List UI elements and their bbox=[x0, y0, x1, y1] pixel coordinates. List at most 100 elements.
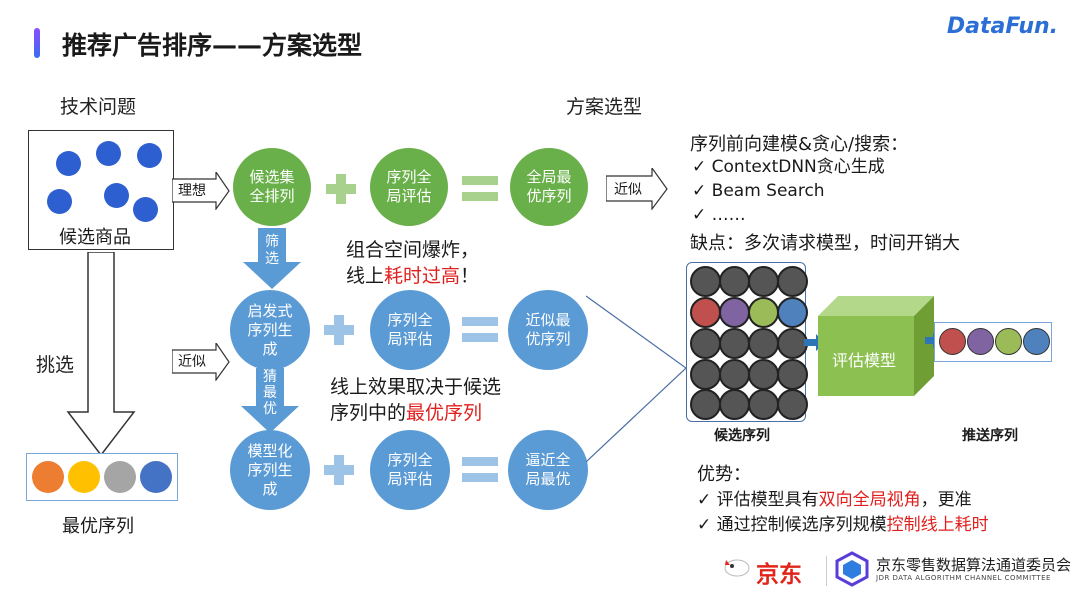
grid-dot-colored bbox=[777, 297, 808, 328]
page-title: 推荐广告排序——方案选型 bbox=[62, 31, 363, 60]
grid-dot bbox=[748, 328, 779, 359]
grid-dot-colored bbox=[719, 297, 750, 328]
bullet-text: …… bbox=[711, 205, 746, 225]
grid-dot bbox=[777, 389, 808, 420]
row2-global-eval: 序列全 局评估 bbox=[370, 290, 450, 370]
select-arrow bbox=[66, 252, 136, 457]
brand-logo: DataFun. bbox=[947, 14, 1058, 39]
guess-arrow bbox=[241, 368, 299, 433]
note1-prefix: 线上 bbox=[346, 265, 385, 287]
grid-dot bbox=[748, 389, 779, 420]
candidate-dot bbox=[56, 151, 81, 176]
grid-dot bbox=[777, 266, 808, 297]
note1-highlight: 耗时过高 bbox=[384, 265, 461, 287]
candidate-dot bbox=[47, 189, 72, 214]
note2-prefix: 序列中的 bbox=[330, 402, 407, 424]
note2-line1: 线上效果取决于候选 bbox=[330, 376, 502, 398]
ideal-label: 理想 bbox=[178, 183, 206, 199]
drawback-text: 缺点：多次请求模型，时间开销大 bbox=[690, 233, 960, 254]
push-sequence-label: 推送序列 bbox=[962, 428, 1018, 444]
section-left-heading: 技术问题 bbox=[60, 96, 137, 118]
model-label: 评估模型 bbox=[832, 351, 897, 370]
note1-line1: 组合空间爆炸， bbox=[346, 239, 480, 261]
bullet-text: ContextDNN贪心生成 bbox=[711, 157, 885, 177]
grid-dot bbox=[777, 359, 808, 390]
grid-dot-colored bbox=[690, 297, 721, 328]
note-best-sequence: 线上效果取决于候选 序列中的最优序列 bbox=[330, 374, 501, 426]
grid-dot bbox=[719, 389, 750, 420]
committee-logo-icon bbox=[834, 551, 870, 587]
section-right-heading: 方案选型 bbox=[566, 96, 643, 118]
row1-global-eval: 序列全 局评估 bbox=[370, 148, 448, 226]
candidate-sequences-label: 候选序列 bbox=[714, 428, 770, 444]
row2-equals bbox=[462, 317, 498, 343]
grid-dot bbox=[690, 359, 721, 390]
ideal-arrow bbox=[172, 172, 230, 210]
note-combinatorial: 组合空间爆炸， 线上耗时过高！ bbox=[346, 237, 479, 289]
advantage-1: ✓ 评估模型具有双向全局视角，更准 bbox=[697, 485, 972, 510]
filter-label: 筛 选 bbox=[265, 234, 279, 267]
check-icon: ✓ bbox=[697, 515, 712, 535]
row3-global-eval: 序列全 局评估 bbox=[370, 430, 450, 510]
row3-model-generation: 模型化 序列生 成 bbox=[230, 430, 310, 510]
title-accent-bar bbox=[34, 28, 40, 58]
filter-arrow bbox=[243, 228, 301, 289]
best-sequence-label: 最优序列 bbox=[62, 516, 134, 537]
committee-name-en: JDR DATA ALGORITHM CHANNEL COMMITTEE bbox=[876, 574, 1051, 582]
select-label: 挑选 bbox=[36, 354, 75, 376]
approx-right-label: 近似 bbox=[614, 182, 642, 198]
row2-plus bbox=[324, 315, 354, 345]
row3-plus bbox=[324, 455, 354, 485]
note1-suffix: ！ bbox=[460, 265, 480, 287]
best-dot bbox=[140, 461, 172, 493]
row1-global-optimal: 全局最 优序列 bbox=[510, 148, 588, 226]
candidate-sequences-grid bbox=[686, 262, 808, 422]
grid-dot bbox=[719, 359, 750, 390]
push-dot bbox=[1023, 328, 1050, 355]
grid-dot bbox=[719, 266, 750, 297]
note2-highlight: 最优序列 bbox=[406, 402, 483, 424]
candidate-dot bbox=[133, 197, 158, 222]
note2-line2: 序列中的最优序列 bbox=[330, 400, 501, 426]
approx-label: 近似 bbox=[178, 354, 206, 370]
candidates-box: 候选商品 bbox=[28, 130, 174, 250]
advantage-2: ✓ 通过控制候选序列规模控制线上耗时 bbox=[697, 510, 989, 535]
jd-dog-icon bbox=[722, 556, 752, 578]
best-dot bbox=[104, 461, 136, 493]
adv1-prefix: 评估模型具有 bbox=[716, 490, 819, 510]
right-heading: 序列前向建模&贪心/搜索： bbox=[690, 134, 909, 155]
row1-equals bbox=[462, 176, 498, 202]
push-dot bbox=[967, 328, 994, 355]
adv2-prefix: 通过控制候选序列规模 bbox=[716, 515, 887, 535]
note1-line2: 线上耗时过高！ bbox=[346, 263, 479, 289]
check-icon: ✓ bbox=[697, 490, 712, 510]
bullet-text: Beam Search bbox=[711, 181, 825, 201]
push-sequence-box bbox=[934, 322, 1052, 362]
row1-plus bbox=[326, 174, 356, 204]
check-icon: ✓ bbox=[692, 157, 707, 177]
grid-dot bbox=[748, 266, 779, 297]
candidate-dot bbox=[104, 183, 129, 208]
approx-right-arrow bbox=[606, 168, 668, 210]
check-icon: ✓ bbox=[692, 181, 707, 201]
push-dot bbox=[995, 328, 1022, 355]
right-bullet-2: ✓ Beam Search bbox=[692, 179, 825, 203]
row2-approx-optimal: 近似最 优序列 bbox=[508, 290, 588, 370]
footer-divider bbox=[826, 556, 827, 586]
row2-heuristic-generation: 启发式 序列生 成 bbox=[230, 290, 310, 370]
row3-equals bbox=[462, 457, 498, 483]
candidates-label: 候选商品 bbox=[59, 227, 131, 248]
candidate-dot bbox=[96, 141, 121, 166]
jd-logo-text: 京东 bbox=[756, 562, 802, 588]
adv1-highlight: 双向全局视角 bbox=[818, 490, 921, 510]
brand-text: DataFun. bbox=[946, 14, 1058, 39]
best-sequence-box bbox=[26, 453, 178, 501]
row3-approach-optimal: 逼近全 局最优 bbox=[508, 430, 588, 510]
adv1-suffix: ，更准 bbox=[920, 490, 972, 510]
approx-arrow bbox=[172, 343, 230, 381]
row1-full-permutation: 候选集 全排列 bbox=[233, 148, 311, 226]
best-dot bbox=[32, 461, 64, 493]
committee-name: 京东零售数据算法通道委员会 bbox=[876, 556, 1072, 574]
grid-dot-colored bbox=[748, 297, 779, 328]
